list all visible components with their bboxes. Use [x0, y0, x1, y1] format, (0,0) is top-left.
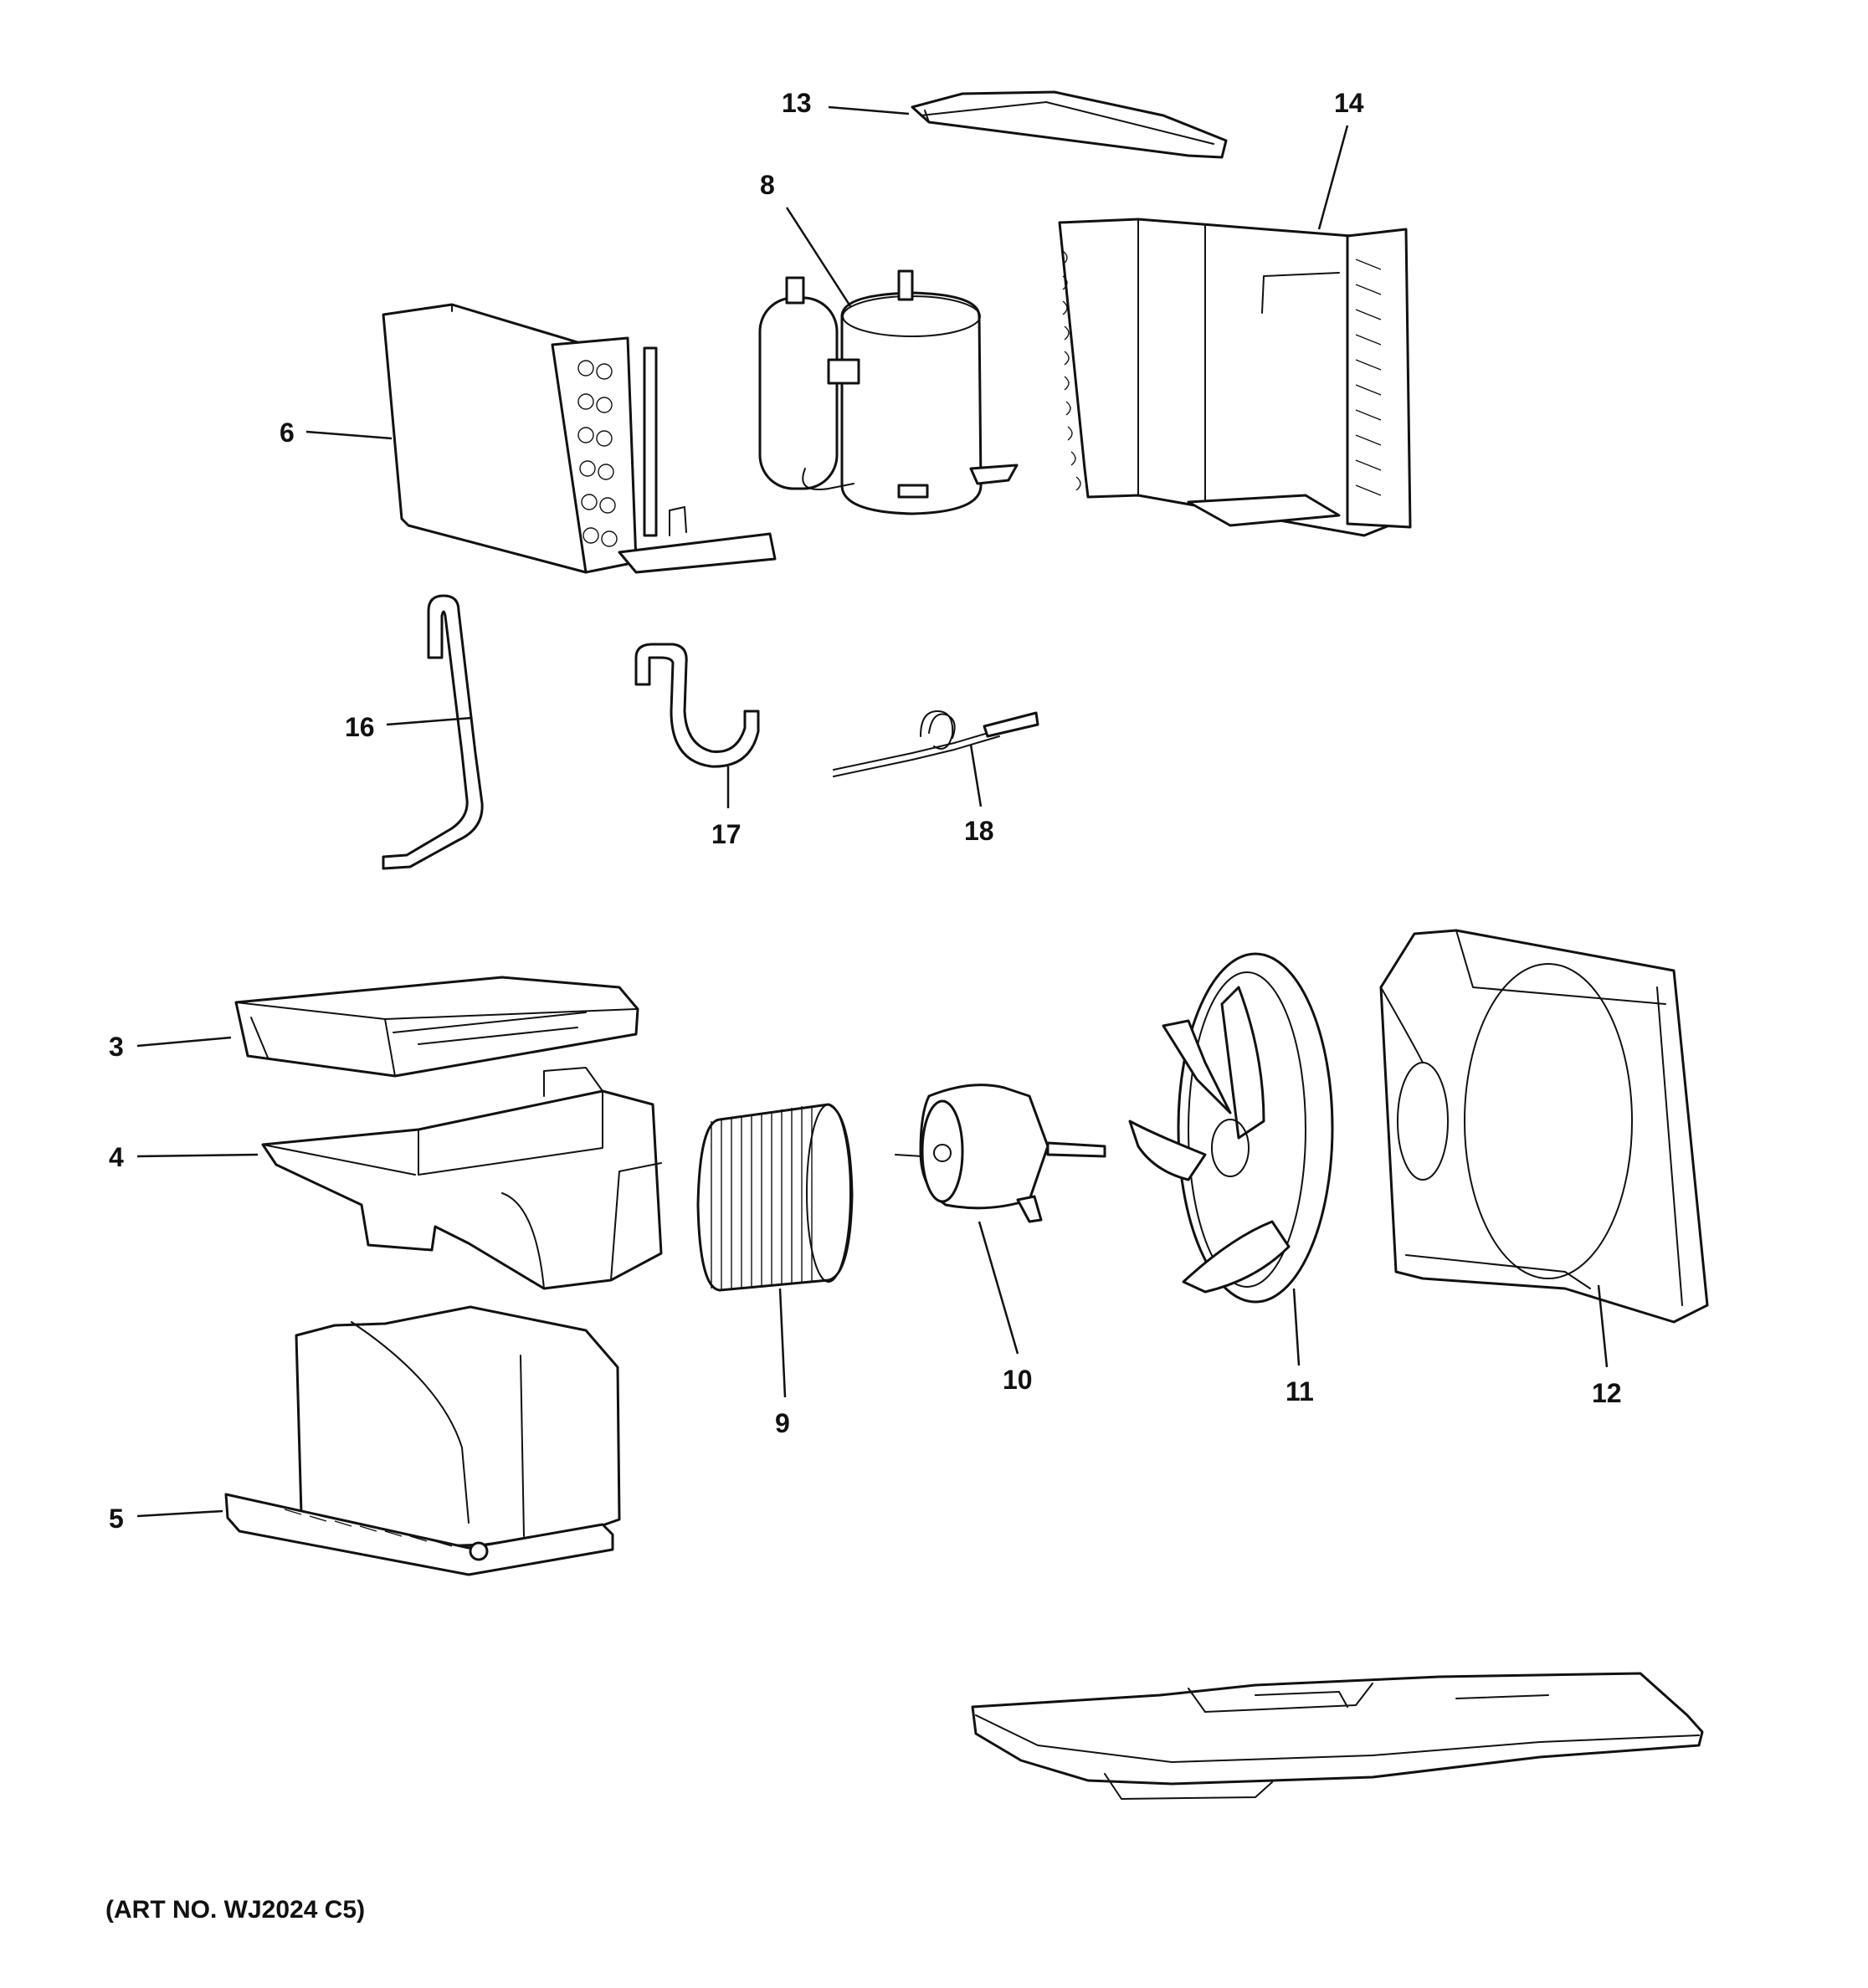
leader-8: [785, 207, 852, 307]
base-chassis: [971, 1672, 1704, 1800]
leader-13: [828, 105, 910, 115]
callout-9: 9: [775, 1408, 790, 1438]
art-number: (ART NO. WJ2024 C5): [105, 1896, 366, 1924]
part-5-base-pan: [224, 1305, 621, 1576]
callout-8: 8: [760, 170, 775, 200]
leader-9: [778, 1288, 787, 1398]
leader-3: [136, 1036, 232, 1048]
callout-14: 14: [1334, 88, 1364, 118]
part-10-fan-motor: [895, 1084, 1106, 1223]
part-6-evaporator-coil: [382, 303, 777, 574]
callout-3: 3: [109, 1032, 124, 1062]
part-9-blower-wheel: [696, 1103, 854, 1292]
leader-4: [136, 1153, 259, 1158]
leader-10: [978, 1221, 1019, 1355]
leader-6: [305, 430, 393, 440]
callout-13: 13: [782, 88, 812, 118]
part-3-top-cover: [234, 976, 639, 1078]
part-18-capillary-sensor: [833, 710, 1039, 777]
leader-12: [1597, 1284, 1609, 1368]
callout-6: 6: [280, 418, 295, 448]
leader-18: [969, 744, 983, 807]
callout-18: 18: [964, 816, 994, 846]
part-17-u-tube: [634, 643, 760, 768]
callout-17: 17: [711, 819, 742, 849]
part-12-shroud: [1379, 929, 1709, 1324]
leader-14: [1317, 125, 1349, 230]
callout-12: 12: [1592, 1378, 1622, 1408]
callout-5: 5: [109, 1504, 124, 1534]
part-13-bracket: [911, 90, 1228, 159]
callout-10: 10: [1003, 1365, 1033, 1395]
callout-11: 11: [1286, 1376, 1314, 1406]
part-8-compressor: [758, 269, 1019, 515]
leader-lines: [136, 105, 1609, 1518]
leader-5: [136, 1509, 223, 1518]
part-16-tube: [382, 594, 484, 870]
leader-11: [1292, 1288, 1301, 1366]
callout-labels: 13 14 8 6 16 17 18 3 4 5 9 10 11 12: [109, 88, 1622, 1534]
leader-16: [386, 716, 473, 726]
part-11-condenser-fan: [1128, 952, 1334, 1304]
part-4-scroll-housing: [261, 1067, 663, 1290]
callout-16: 16: [345, 712, 375, 742]
part-14-condenser-coil: [1058, 218, 1412, 537]
callout-4: 4: [109, 1142, 124, 1172]
